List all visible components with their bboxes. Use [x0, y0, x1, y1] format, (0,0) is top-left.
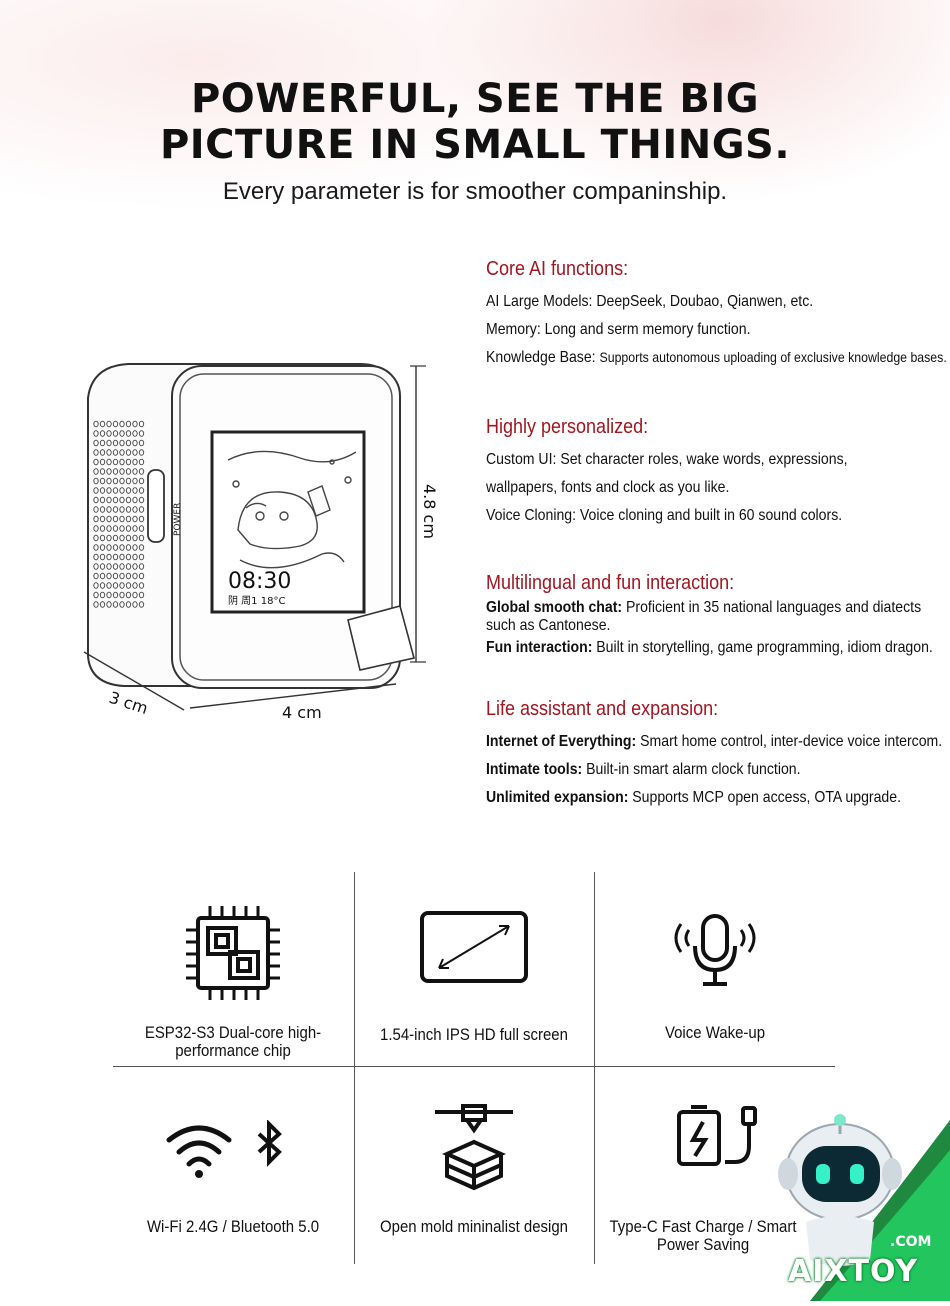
feature-line: such as Cantonese. [486, 617, 611, 634]
height-dimension-label: 4.8 cm [420, 484, 439, 539]
screen-weather: 阴 周1 18°C [228, 595, 285, 607]
section-multilingual: Multilingual and fun interaction: Global… [486, 572, 948, 657]
feature-line: Intimate tools: Built-in smart alarm clo… [486, 761, 801, 778]
spec-caption: ESP32-S3 Dual-core high- performance chi… [144, 1023, 322, 1060]
side-button [147, 469, 165, 543]
feature-line: Voice Cloning: Voice cloning and built i… [486, 507, 843, 524]
spec-cell-chip: ESP32-S3 Dual-core high- performance chi… [113, 872, 353, 1062]
feature-line: AI Large Models: DeepSeek, Doubao, Qianw… [486, 293, 814, 310]
speaker-grille [93, 420, 145, 608]
spec-cell-design: Open mold mininalist design [354, 1068, 594, 1258]
device-drawing: 08:30 阴 周1 18°C 4.8 cm 4 cm 3 cm POWER [83, 363, 439, 722]
robot-mascot-icon [778, 1114, 950, 1301]
spec-caption: Open mold mininalist design [380, 1217, 568, 1236]
brand-suffix: .COM [890, 1234, 932, 1250]
spec-cell-screen: 1.54-inch IPS HD full screen [354, 872, 594, 1062]
feature-line: Unlimited expansion: Supports MCP open a… [486, 789, 902, 806]
grid-divider [594, 872, 595, 1264]
section-assistant: Life assistant and expansion: Internet o… [486, 698, 948, 807]
spec-caption: Type-C Fast Charge / Smart Power Saving [609, 1217, 797, 1254]
feature-line: Knowledge Base: Supports autonomous uplo… [486, 349, 947, 366]
section-title: Core AI functions: [486, 258, 629, 280]
grid-divider [113, 1066, 835, 1067]
section-personalized: Highly personalized: Custom UI: Set char… [486, 416, 948, 525]
screen-time: 08:30 [228, 569, 291, 594]
headline-line-1: POWERFUL, SEE THE BIG [190, 76, 760, 122]
grid-divider [354, 872, 355, 1264]
feature-line: Fun interaction: Built in storytelling, … [486, 639, 933, 656]
spec-cell-charge: Type-C Fast Charge / Smart Power Saving [595, 1068, 835, 1258]
spec-caption: 1.54-inch IPS HD full screen [380, 1025, 568, 1044]
spec-caption: Voice Wake-up [664, 1023, 766, 1042]
brand-name: AIXTOY [788, 1254, 919, 1289]
spec-grid: ESP32-S3 Dual-core high- performance chi… [113, 872, 835, 1264]
feature-line: wallpapers, fonts and clock as you like. [486, 479, 730, 496]
feature-line: Custom UI: Set character roles, wake wor… [486, 451, 848, 468]
wifi-icon [166, 1125, 232, 1167]
feature-line: Global smooth chat: Proficient in 35 nat… [486, 599, 922, 616]
screen-frame [210, 430, 366, 614]
spec-cell-voice: Voice Wake-up [595, 872, 835, 1062]
bluetooth-icon [257, 1119, 282, 1167]
section-title: Highly personalized: [486, 416, 649, 438]
spec-cell-wireless: Wi-Fi 2.4G / Bluetooth 5.0 [113, 1068, 353, 1258]
width-dimension-line [189, 683, 397, 709]
page-title: POWERFUL, SEE THE BIG PICTURE IN SMALL T… [0, 76, 950, 168]
3d-printer-icon [354, 1104, 594, 1199]
section-core-ai: Core AI functions: AI Large Models: Deep… [486, 258, 948, 367]
screen-size-icon [354, 910, 594, 991]
dolphin-illustration [227, 450, 357, 569]
card-tag [347, 605, 415, 671]
power-label: POWER [173, 503, 183, 536]
battery-charge-icon [595, 1104, 835, 1173]
headline-line-2: PICTURE IN SMALL THINGS. [159, 122, 791, 168]
width-dimension-label: 4 cm [282, 703, 322, 722]
spec-caption: Wi-Fi 2.4G / Bluetooth 5.0 [146, 1217, 320, 1236]
depth-dimension-line [83, 651, 185, 711]
chip-icon [113, 898, 353, 1013]
section-title: Life assistant and expansion: [486, 698, 719, 720]
feature-line: Memory: Long and serm memory function. [486, 321, 751, 338]
microphone-icon [595, 912, 835, 997]
device-illustration: 08:30 阴 周1 18°C 4.8 cm 4 cm 3 cm POWER [60, 340, 480, 740]
feature-line: Internet of Everything: Smart home contr… [486, 733, 943, 750]
depth-dimension-label: 3 cm [107, 688, 151, 718]
background-glow [0, 0, 950, 330]
wifi-bluetooth-icons [113, 1119, 353, 1185]
section-title: Multilingual and fun interaction: [486, 572, 735, 594]
page-subtitle: Every parameter is for smoother companin… [222, 178, 728, 205]
brand-badge [770, 1110, 950, 1301]
